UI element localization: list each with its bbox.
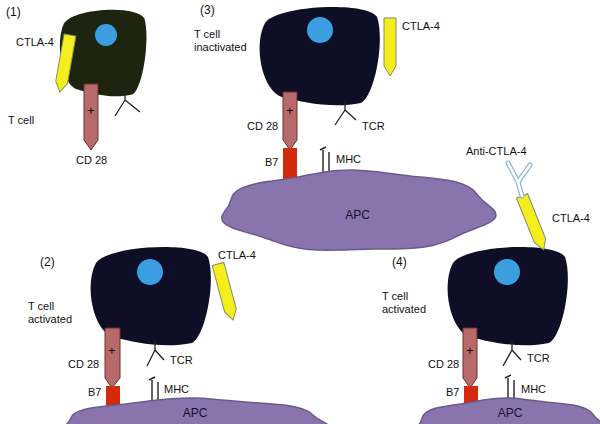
molecule-label: CD 28 (428, 358, 459, 371)
tcr-receptor (115, 90, 140, 116)
molecule-label: B7 (446, 386, 459, 399)
state-label: T cell activated (382, 290, 440, 316)
nucleus (494, 259, 520, 285)
apc-cell: APC (410, 396, 600, 424)
apc-cell: APC (55, 396, 335, 424)
cd28-receptor (283, 92, 297, 150)
charge-sign: + (286, 104, 294, 117)
molecule-label: MHC (336, 153, 361, 166)
cell-name: APC (410, 406, 600, 420)
molecule-label: CD 28 (247, 120, 278, 133)
antibody-label: Anti-CTLA-4 (466, 145, 527, 158)
ctla4-receptor (212, 262, 239, 321)
nucleus (95, 24, 117, 46)
molecule-label: TCR (362, 120, 385, 133)
cd28-receptor (105, 328, 120, 388)
panel-number: (3) (200, 4, 215, 17)
charge-sign: + (466, 344, 474, 357)
molecule-label: B7 (88, 386, 101, 399)
charge-sign: + (108, 344, 116, 357)
panel-number: (2) (40, 256, 55, 269)
tcr-receptor (335, 100, 356, 125)
ctla4-receptor (384, 18, 396, 76)
molecule-label: MHC (164, 383, 189, 396)
nucleus (307, 17, 333, 43)
molecule-label: CTLA-4 (218, 249, 256, 262)
molecule-label: TCR (527, 352, 550, 365)
antibody-outline (508, 163, 530, 196)
state-label: T cell inactivated (194, 28, 256, 54)
cell-label: T cell (8, 114, 34, 127)
apc-cell: APC (215, 168, 500, 254)
tcr-receptor (147, 341, 164, 366)
molecule-label: MHC (521, 383, 546, 396)
molecule-label: B7 (265, 156, 278, 169)
cell-name: APC (55, 406, 335, 420)
panel-number: (4) (392, 256, 407, 269)
molecule-label: CD 28 (68, 358, 99, 371)
cd28-receptor (463, 328, 477, 388)
molecule-label: CD 28 (76, 154, 107, 167)
cell-name: APC (215, 208, 500, 222)
anti-ctla4-antibody (508, 163, 530, 196)
ctla4-receptor (516, 194, 549, 252)
t-cell-body (260, 7, 380, 105)
panel-number: (1) (6, 6, 21, 19)
molecule-label: TCR (170, 354, 193, 367)
molecule-label: CTLA-4 (402, 20, 440, 33)
cd28-receptor (84, 84, 98, 150)
state-label: T cell activated (28, 300, 86, 326)
ctla4-receptor (54, 34, 76, 93)
molecule-label: CTLA-4 (16, 36, 54, 49)
molecule-label: CTLA-4 (552, 212, 590, 225)
tcr-receptor (503, 341, 521, 366)
charge-sign: + (87, 104, 95, 117)
nucleus (137, 259, 163, 285)
